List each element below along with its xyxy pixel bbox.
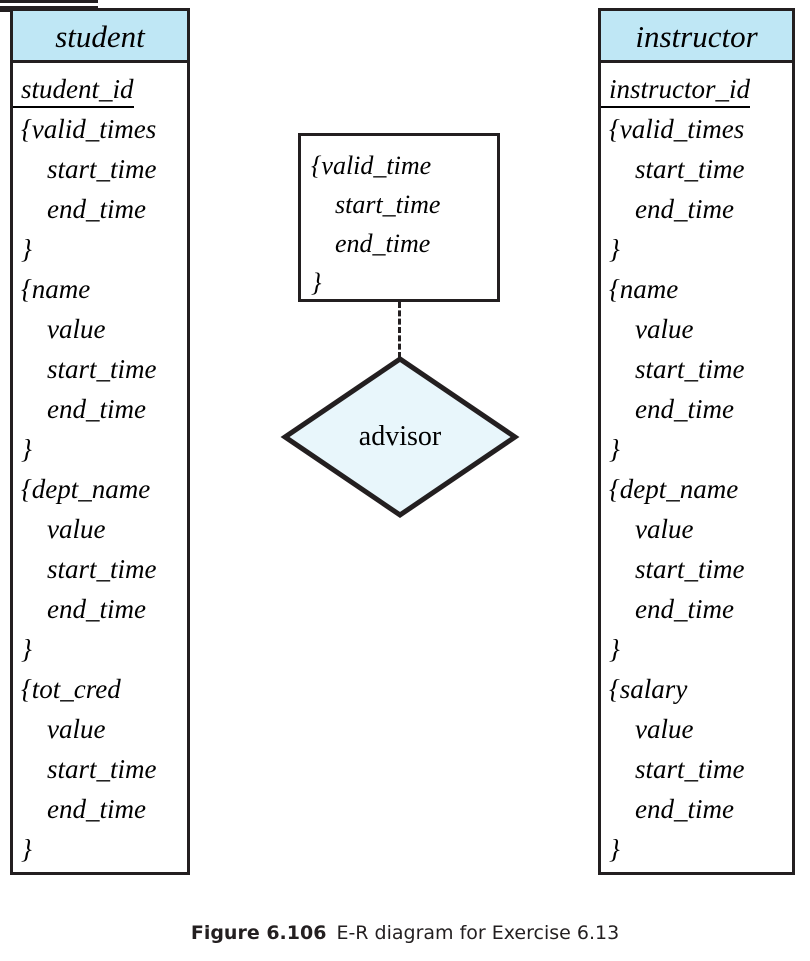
instructor-attribute: value bbox=[635, 314, 694, 344]
instructor-attribute: } bbox=[609, 834, 620, 864]
instructor-attribute: end_time bbox=[635, 194, 734, 224]
student-attribute: value bbox=[47, 314, 106, 344]
instructor-primary-key: instructor_id bbox=[601, 70, 751, 108]
student-attribute: start_time bbox=[47, 754, 157, 784]
diamond-shape bbox=[280, 355, 520, 519]
student-attribute: value bbox=[47, 514, 106, 544]
student-attribute: end_time bbox=[47, 594, 146, 624]
student-attribute: end_time bbox=[47, 394, 146, 424]
instructor-attribute: end_time bbox=[635, 594, 734, 624]
student-attribute: } bbox=[21, 834, 32, 864]
entity-instructor-attribute-list: instructor_id {valid_times start_time end_t… bbox=[601, 63, 792, 869]
instructor-attribute: } bbox=[609, 634, 620, 664]
instructor-attribute: instructor_id bbox=[601, 69, 792, 109]
student-attribute: value bbox=[47, 714, 106, 744]
entity-instructor-title: instructor bbox=[601, 11, 792, 63]
instructor-attribute: start_time bbox=[635, 154, 745, 184]
figure-number: Figure 6.106 bbox=[190, 922, 327, 944]
instructor-attribute: {valid_times bbox=[609, 114, 745, 144]
entity-student[interactable]: student student_id {valid_times start_time… bbox=[10, 8, 190, 875]
instructor-attribute: start_time bbox=[635, 554, 745, 584]
relationship-attribute-list: {valid_time start_time end_time} bbox=[301, 140, 497, 302]
instructor-attribute: value bbox=[635, 714, 694, 744]
student-attribute: } bbox=[21, 634, 32, 664]
instructor-attribute: {salary bbox=[609, 674, 688, 704]
instructor-attribute: value bbox=[635, 514, 694, 544]
student-attribute: {tot_cred bbox=[21, 674, 121, 704]
student-attribute: start_time bbox=[47, 354, 157, 384]
student-attribute: } bbox=[21, 434, 32, 464]
student-attribute: start_time bbox=[47, 554, 157, 584]
student-attribute: {name bbox=[21, 274, 91, 304]
figure-caption: Figure 6.106 E-R diagram for Exercise 6.1… bbox=[0, 922, 810, 944]
advisor-attribute: {valid_time bbox=[311, 151, 432, 180]
instructor-attribute: {name bbox=[609, 274, 679, 304]
student-attribute: {valid_times bbox=[21, 114, 157, 144]
entity-student-title: student bbox=[13, 11, 187, 63]
instructor-attribute: end_time bbox=[635, 394, 734, 424]
relationship-advisor[interactable]: advisor bbox=[280, 355, 520, 519]
advisor-attribute: end_time bbox=[335, 229, 431, 258]
instructor-attribute: } bbox=[609, 434, 620, 464]
student-attribute: end_time bbox=[47, 794, 146, 824]
instructor-attribute: end_time bbox=[635, 794, 734, 824]
advisor-attribute: start_time bbox=[335, 190, 441, 219]
student-attribute: } bbox=[21, 234, 32, 264]
double-link-student-to-advisor bbox=[0, 0, 98, 9]
instructor-attribute: start_time bbox=[635, 754, 745, 784]
instructor-attribute: {dept_name bbox=[609, 474, 739, 504]
entity-student-attribute-list: student_id {valid_times start_time end_time… bbox=[13, 63, 187, 869]
student-attribute: {dept_name bbox=[21, 474, 151, 504]
advisor-attribute: } bbox=[311, 268, 322, 297]
student-attribute: student_id bbox=[13, 69, 187, 109]
instructor-attribute: } bbox=[609, 234, 620, 264]
instructor-attribute: start_time bbox=[635, 354, 745, 384]
student-primary-key: student_id bbox=[13, 70, 134, 108]
figure-title: E-R diagram for Exercise 6.13 bbox=[336, 922, 620, 944]
student-attribute: end_time bbox=[47, 194, 146, 224]
relationship-attribute-box[interactable]: {valid_time start_time end_time} bbox=[298, 133, 500, 302]
dashed-link-attribute-to-relationship bbox=[398, 302, 401, 358]
student-attribute: start_time bbox=[47, 154, 157, 184]
